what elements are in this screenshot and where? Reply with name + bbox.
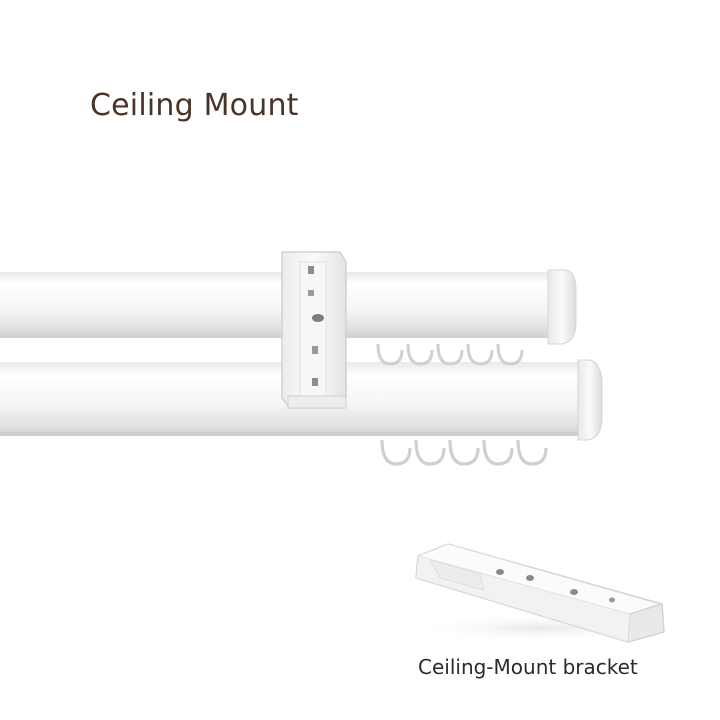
ceiling-mount-bracket-loose [410,543,670,643]
rear-curtain-rod [0,269,577,345]
bracket-caption: Ceiling-Mount bracket [418,655,638,679]
front-rod-end-cap [577,359,603,441]
page-title: Ceiling Mount [90,88,299,123]
mounted-bracket [281,251,347,409]
rear-rod-gliders [376,343,524,366]
rear-rod-end-cap [547,269,577,345]
front-rod-gliders [380,439,548,466]
